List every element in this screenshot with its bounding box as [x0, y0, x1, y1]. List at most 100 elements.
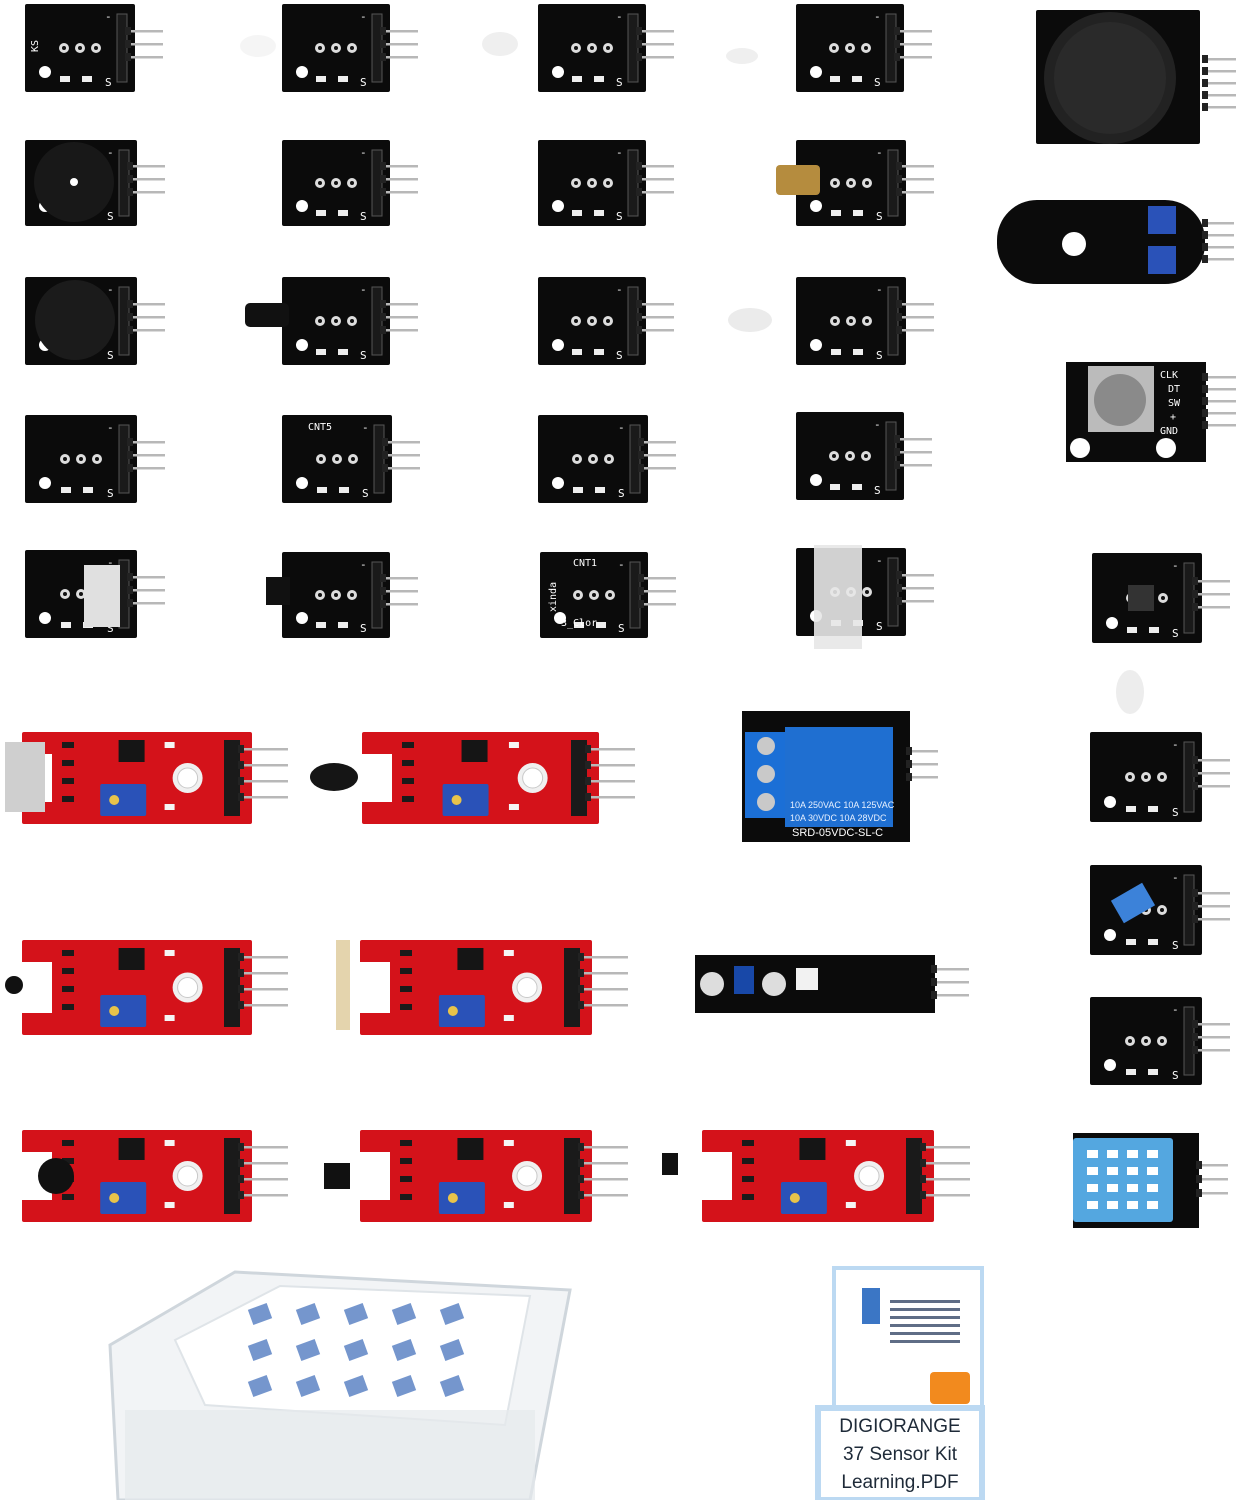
silk-s: S [360, 622, 367, 635]
ir-flame-led [310, 763, 358, 791]
obstacle-module [997, 200, 1234, 284]
silk-s: S [360, 76, 367, 89]
silk-s: S [618, 487, 625, 500]
sound-sensor-module [22, 732, 288, 824]
silk-minus: - [360, 146, 367, 159]
silk-s: S [105, 76, 112, 89]
silk-s: S [616, 349, 623, 362]
silk-minus: - [1172, 559, 1179, 572]
silk-s: S [107, 210, 114, 223]
tilt-tube [245, 303, 289, 327]
push-button [1128, 585, 1154, 611]
silk-s: S [874, 76, 881, 89]
temperature-sensor-module [22, 940, 288, 1035]
led-clear [482, 32, 518, 56]
rotary-encoder-module [1066, 362, 1236, 462]
sensor-module-18: S- [282, 552, 418, 638]
silk-minus: - [874, 10, 881, 23]
digital-temp-module [702, 1130, 970, 1222]
silk-minus: - [616, 10, 623, 23]
pdf-file-icon [930, 1372, 970, 1404]
silk-minus: - [1172, 1003, 1179, 1016]
silk-minus: - [874, 418, 881, 431]
dht11-module [1073, 1133, 1228, 1228]
silk-minus: - [618, 421, 625, 434]
guide-subtitle: 37 Sensor Kit [842, 1444, 958, 1465]
mercury-switch [726, 48, 758, 64]
hall-linear-module [360, 1130, 628, 1222]
sensor-module-10: S- [282, 277, 418, 365]
sensor-module-8: S- [796, 140, 934, 226]
silk-minus: - [876, 554, 883, 567]
mercury-cup [1110, 882, 1156, 924]
silk-s: S [876, 349, 883, 362]
silk-minus: - [362, 421, 369, 434]
tall-led [1116, 670, 1144, 714]
bicolor-led-module: S- [1090, 732, 1230, 822]
rgb-module: S- [1090, 997, 1230, 1085]
sensor-module-12: S- [796, 277, 934, 365]
led-white [728, 308, 772, 332]
silk-minus: - [107, 556, 114, 569]
guide-title: DIGIORANGE [839, 1416, 961, 1437]
sensor-module-11: S- [538, 277, 674, 365]
flame-sensor-module [362, 732, 635, 824]
silk-s: S [1172, 627, 1179, 640]
silk-s: S [616, 76, 623, 89]
silk-s: S [1172, 939, 1179, 952]
silk-minus: - [105, 10, 112, 23]
sensor-module-1: S- [25, 4, 163, 92]
silk-minus: - [360, 10, 367, 23]
silk-s: S [360, 210, 367, 223]
magic-light-cup: S- [1090, 865, 1230, 955]
light-cup [814, 545, 862, 649]
reed-switch-module [360, 940, 628, 1035]
silk-s: S [876, 210, 883, 223]
guide-caption: DIGIORANGE 37 Sensor Kit Learning.PDF [820, 1410, 980, 1500]
silk-s: S [107, 622, 114, 635]
microphone-small [38, 1158, 74, 1194]
reed-glass [336, 940, 350, 1030]
button-module: S- [1092, 553, 1230, 643]
sensor-module-3: S- [538, 4, 674, 92]
silk-s: S [360, 349, 367, 362]
silk-minus: - [616, 283, 623, 296]
ir-receiver [266, 577, 290, 605]
joystick-module [1036, 10, 1236, 144]
sensor-module-2: S- [282, 4, 418, 92]
passive-buzzer [35, 280, 115, 360]
to92-package [662, 1153, 678, 1175]
silk-minus: - [107, 421, 114, 434]
silk-s: S [362, 487, 369, 500]
sensor-module-7: S- [538, 140, 674, 226]
laser-head [776, 165, 820, 195]
sensor-module-15: S- [538, 415, 676, 503]
silk-s: S [1172, 806, 1179, 819]
silk-minus: - [1172, 871, 1179, 884]
sensor-module-14: S- [282, 415, 420, 503]
sensor-module-13: S- [25, 415, 165, 503]
microphone-big [5, 742, 45, 812]
tracking-module [695, 955, 969, 1013]
silk-s: S [876, 620, 883, 633]
storage-box [108, 1270, 572, 1502]
silk-s: S [107, 487, 114, 500]
silk-s: S [107, 349, 114, 362]
relay-module [742, 711, 938, 842]
silk-s: S [616, 210, 623, 223]
silk-s: S [618, 622, 625, 635]
silk-minus: - [616, 146, 623, 159]
hall-sensor [324, 1163, 350, 1189]
small-sound-module [22, 1130, 288, 1222]
sensor-module-4: S- [796, 4, 932, 92]
silk-minus: - [876, 146, 883, 159]
led-clear-2 [240, 35, 276, 57]
guide-filename: Learning.PDF [841, 1472, 959, 1493]
silk-minus: - [107, 146, 114, 159]
silk-minus: - [1172, 738, 1179, 751]
silk-minus: - [360, 283, 367, 296]
silk-minus: - [360, 558, 367, 571]
sensor-module-19: S- [540, 552, 676, 638]
silk-s: S [1172, 1069, 1179, 1082]
